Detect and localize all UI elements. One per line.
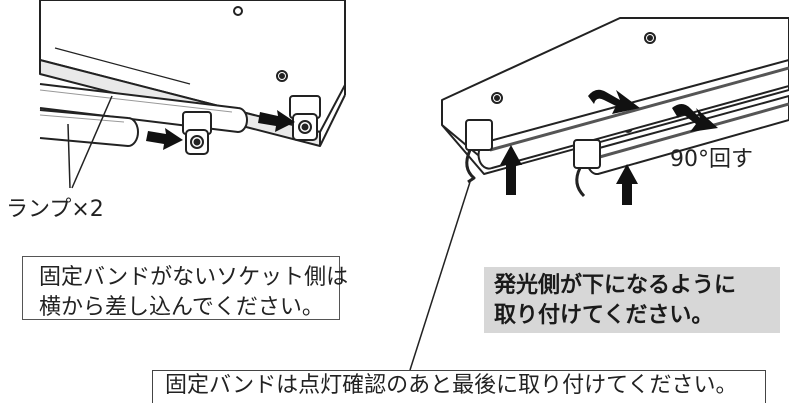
right-fixture [441, 17, 789, 198]
socket-left-1 [182, 111, 212, 155]
socket-right-2 [573, 139, 601, 198]
band-leader-line [409, 181, 471, 371]
rotate-label: 90°回す [670, 147, 753, 172]
arrow-up-icon [616, 164, 638, 205]
socket-left-2 [289, 95, 321, 141]
lamp-leader-lines [67, 95, 113, 189]
band-after-check-note-text: 固定バンドは点灯確認のあと最後に取り付けてください。 [165, 373, 738, 398]
lamp-count-label: ランプ×2 [6, 197, 104, 222]
rotate-arrow-icon [672, 104, 718, 132]
push-up-arrows [500, 145, 638, 205]
side-socket-note-line1: 固定バンドがないソケット側は [39, 265, 349, 290]
socket-right-1 [465, 119, 493, 184]
arrow-right-icon [146, 128, 183, 150]
rotate-arrow-icon [588, 89, 640, 114]
insert-arrows [146, 110, 295, 150]
screw-icon [233, 6, 243, 16]
light-side-note-line1: 発光側が下になるように [494, 273, 737, 298]
band-after-check-note: 固定バンドは点灯確認のあと最後に取り付けてください。 [152, 370, 766, 403]
lamp-tube-lower [39, 109, 139, 147]
arrow-up-icon [500, 145, 522, 195]
rotate-arrows [588, 89, 718, 132]
side-socket-note: 固定バンドがないソケット側は 横から差し込んでください。 [22, 256, 349, 320]
side-socket-note-line2: 横から差し込んでください。 [39, 295, 324, 320]
left-fixture [39, 0, 346, 155]
light-side-note: 発光側が下になるように 取り付けてください。 [484, 267, 780, 333]
light-side-note-line2: 取り付けてください。 [494, 303, 714, 328]
arrow-right-icon [258, 110, 295, 132]
